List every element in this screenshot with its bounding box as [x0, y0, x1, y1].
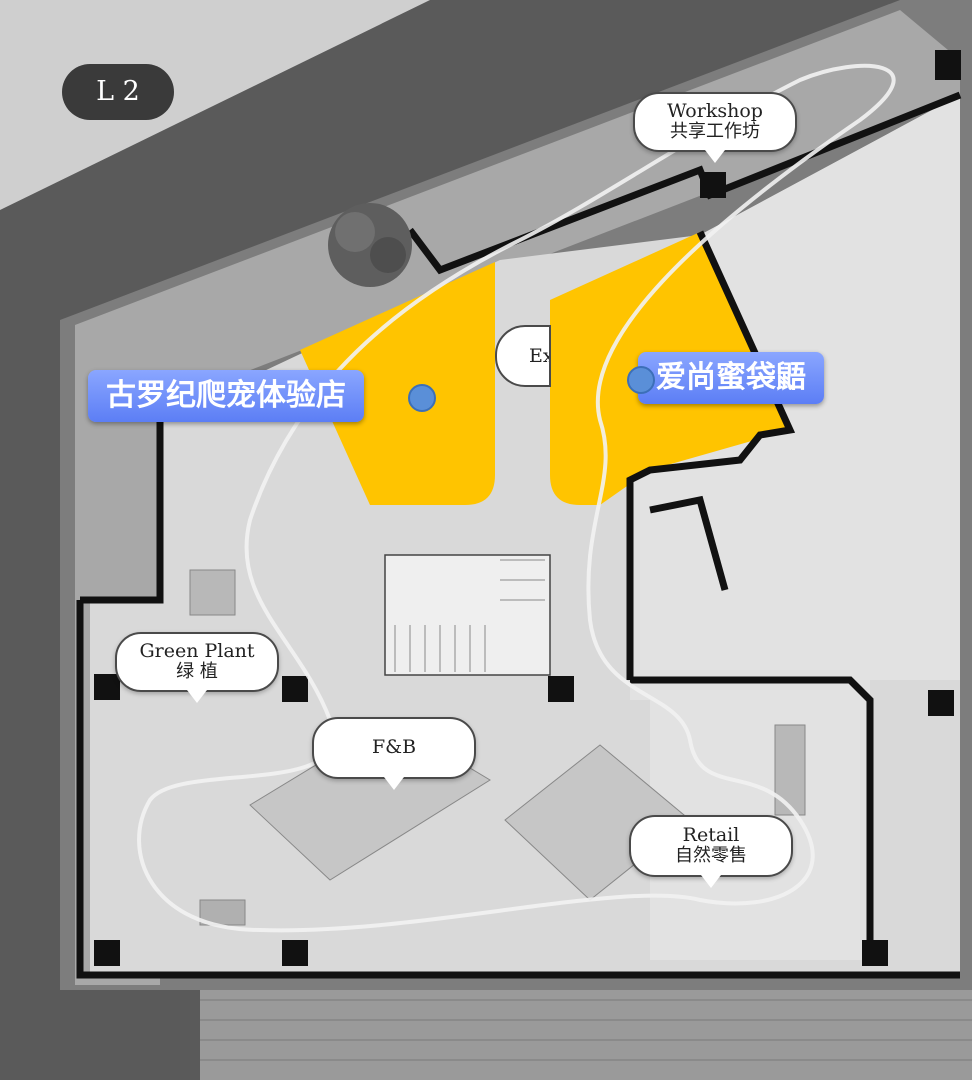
shop-label-right[interactable]: 爱尚蜜袋鼯	[638, 352, 824, 404]
map-pin-icon[interactable]	[408, 384, 436, 412]
callout-tail	[187, 690, 207, 703]
map-pin-icon[interactable]	[627, 366, 655, 394]
floor-level-badge: L 2	[62, 64, 174, 120]
retail-label-en: Retail	[682, 824, 740, 846]
corner-light-area	[0, 0, 430, 210]
columns	[94, 50, 961, 966]
green-plant-label-en: Green Plant	[139, 640, 255, 662]
street-paving	[200, 980, 972, 1080]
fnb-label-en: F&B	[371, 736, 417, 758]
shop-label-left[interactable]: 古罗纪爬宠体验店	[88, 370, 364, 422]
exit-callout-partial: Ex	[495, 325, 551, 387]
terrace-strip	[75, 10, 960, 985]
right-room	[630, 95, 960, 960]
walls	[76, 91, 962, 979]
callout-tail	[701, 875, 721, 888]
retail-callout: Retail 自然零售	[629, 815, 793, 888]
stair	[384, 554, 551, 676]
workshop-label-zh: 共享工作坊	[670, 121, 760, 142]
workshop-label-en: Workshop	[667, 100, 763, 122]
callout-tail	[705, 150, 725, 163]
shop-area-left	[300, 262, 495, 505]
callout-tail	[384, 777, 404, 790]
green-plant-callout: Green Plant 绿 植	[115, 632, 279, 703]
workshop-callout: Workshop 共享工作坊	[633, 92, 797, 163]
retail-label-zh: 自然零售	[675, 845, 747, 866]
green-plant-label-zh: 绿 植	[176, 661, 218, 682]
fnb-callout: F&B	[312, 717, 476, 790]
